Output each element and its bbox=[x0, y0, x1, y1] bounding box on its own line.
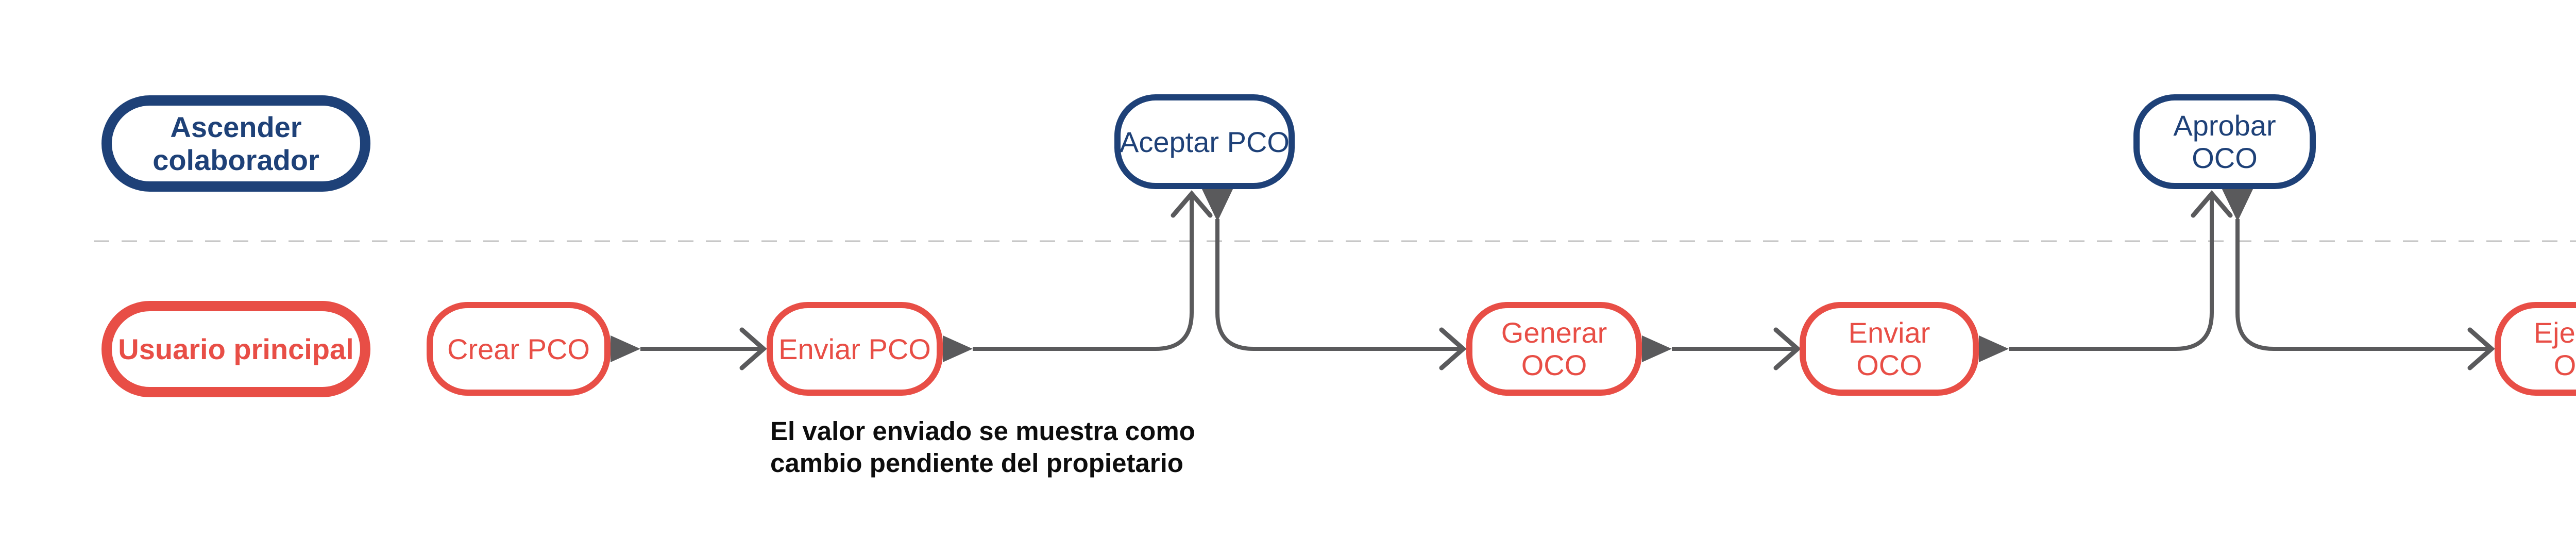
connector-source-triangle bbox=[1202, 189, 1233, 222]
connector-arrowhead-chevron bbox=[739, 327, 767, 370]
connector-generar-oco-to-enviar-oco bbox=[1642, 327, 1801, 370]
connector-aceptar-pco-to-generar-oco bbox=[1202, 189, 1467, 370]
annotation-note-line: cambio pendiente del propietario bbox=[770, 448, 1183, 478]
node-crear-pco: Crear PCO bbox=[427, 302, 611, 396]
connector-line bbox=[2235, 219, 2489, 351]
connector-arrowhead-chevron bbox=[1773, 327, 1801, 370]
connector-source-triangle bbox=[1642, 335, 1672, 362]
connector-source-triangle bbox=[1979, 335, 2009, 362]
connector-source-triangle bbox=[943, 335, 973, 362]
connector-line bbox=[2009, 197, 2214, 351]
node-label: OCO bbox=[2553, 349, 2576, 381]
connector-enviar-oco-to-aprobar-oco bbox=[1979, 190, 2233, 362]
node-aprobar-oco: Aprobar OCO bbox=[2133, 94, 2316, 189]
connector-arrowhead-chevron bbox=[2191, 190, 2233, 218]
node-label: Enviar PCO bbox=[778, 332, 931, 365]
lane-label-usuario-principal: Usuario principal bbox=[101, 301, 370, 397]
node-generar-oco: Generar OCO bbox=[1466, 302, 1642, 396]
connector-arrowhead-chevron bbox=[2467, 327, 2495, 370]
connector-source-triangle bbox=[611, 335, 640, 362]
lane-label-text: Usuario principal bbox=[118, 332, 354, 365]
node-enviar-oco: Enviar OCO bbox=[1800, 302, 1979, 396]
lane-label-text: Ascender bbox=[170, 110, 302, 143]
annotation-note: El valor enviado se muestra como cambio … bbox=[770, 415, 1195, 479]
node-label: Enviar bbox=[1848, 316, 1930, 349]
lane-label-text: colaborador bbox=[152, 143, 319, 176]
node-label: OCO bbox=[1521, 349, 1587, 381]
connector-line bbox=[973, 197, 1194, 351]
node-label: Aceptar PCO bbox=[1120, 125, 1290, 158]
connector-crear-pco-to-enviar-pco bbox=[611, 327, 767, 370]
node-label: Crear PCO bbox=[447, 332, 590, 365]
annotation-note-line: El valor enviado se muestra como bbox=[770, 416, 1195, 446]
node-enviar-pco: Enviar PCO bbox=[767, 302, 943, 396]
connector-arrowhead-chevron bbox=[1439, 327, 1467, 370]
node-aceptar-pco: Aceptar PCO bbox=[1114, 94, 1295, 189]
node-label: Generar bbox=[1501, 316, 1607, 349]
node-label: Aprobar bbox=[2173, 109, 2276, 142]
connector-aprobar-oco-to-ejecutar-oco bbox=[2222, 189, 2495, 370]
connector-line bbox=[1215, 219, 1461, 351]
connector-source-triangle bbox=[2222, 189, 2253, 222]
node-ejecutar-oco: Ejecutar OCO bbox=[2495, 302, 2576, 396]
connector-enviar-pco-to-aceptar-pco bbox=[943, 190, 1213, 362]
connector-arrowhead-chevron bbox=[1171, 190, 1213, 218]
node-label: OCO bbox=[2192, 142, 2258, 174]
node-label: OCO bbox=[1856, 349, 1922, 381]
lane-label-ascender-colaborador: Ascender colaborador bbox=[101, 95, 370, 192]
node-label: Ejecutar bbox=[2533, 316, 2576, 349]
